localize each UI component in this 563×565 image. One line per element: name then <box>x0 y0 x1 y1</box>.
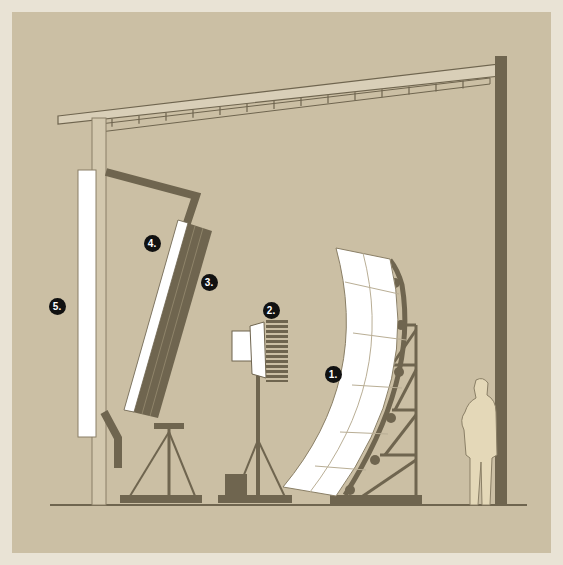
diffuser-sheet <box>124 220 188 412</box>
curved-reflector <box>283 248 398 496</box>
panel-bracket <box>104 412 118 468</box>
truss-tick <box>165 113 166 121</box>
white-screen <box>78 170 96 437</box>
floor-line <box>50 504 527 506</box>
person-figure <box>462 379 497 505</box>
stand-top <box>154 423 184 429</box>
lamp-pole <box>256 370 260 497</box>
stand-leg <box>168 429 171 496</box>
truss-tick <box>138 116 139 124</box>
lamp-base <box>218 495 292 503</box>
ballast-box <box>225 474 247 496</box>
truss-tick <box>408 86 409 94</box>
stand-leg <box>169 432 195 496</box>
lamp-leg <box>258 440 285 497</box>
mirror-base <box>330 495 422 504</box>
callout-number: 1. <box>325 366 342 383</box>
background <box>12 12 551 553</box>
support-arm <box>106 172 196 226</box>
stand-base <box>120 495 202 503</box>
callout-number: 2. <box>263 302 280 319</box>
truss-tick <box>354 92 355 100</box>
truss-tick <box>192 110 193 118</box>
truss-tick <box>462 81 463 89</box>
truss-tick <box>246 104 247 112</box>
callout-number: 5. <box>49 298 66 315</box>
truss-ticks <box>112 81 463 127</box>
truss-tick <box>273 101 274 109</box>
roof-truss <box>100 78 490 132</box>
truss-tick <box>219 107 220 115</box>
callout-number: 3. <box>201 274 218 291</box>
truss-tick <box>111 119 112 127</box>
callout-number: 4. <box>144 235 161 252</box>
truss-tick <box>381 89 382 97</box>
reflector-grid <box>310 253 406 492</box>
truss-tick <box>327 95 328 103</box>
diffuser-frame <box>124 220 212 418</box>
truss-tick <box>435 83 436 91</box>
roof-beam <box>58 64 500 124</box>
lamp-fins <box>266 318 288 382</box>
truss-tick <box>300 98 301 106</box>
lamp-plate <box>250 322 266 378</box>
stand-leg <box>130 432 169 496</box>
